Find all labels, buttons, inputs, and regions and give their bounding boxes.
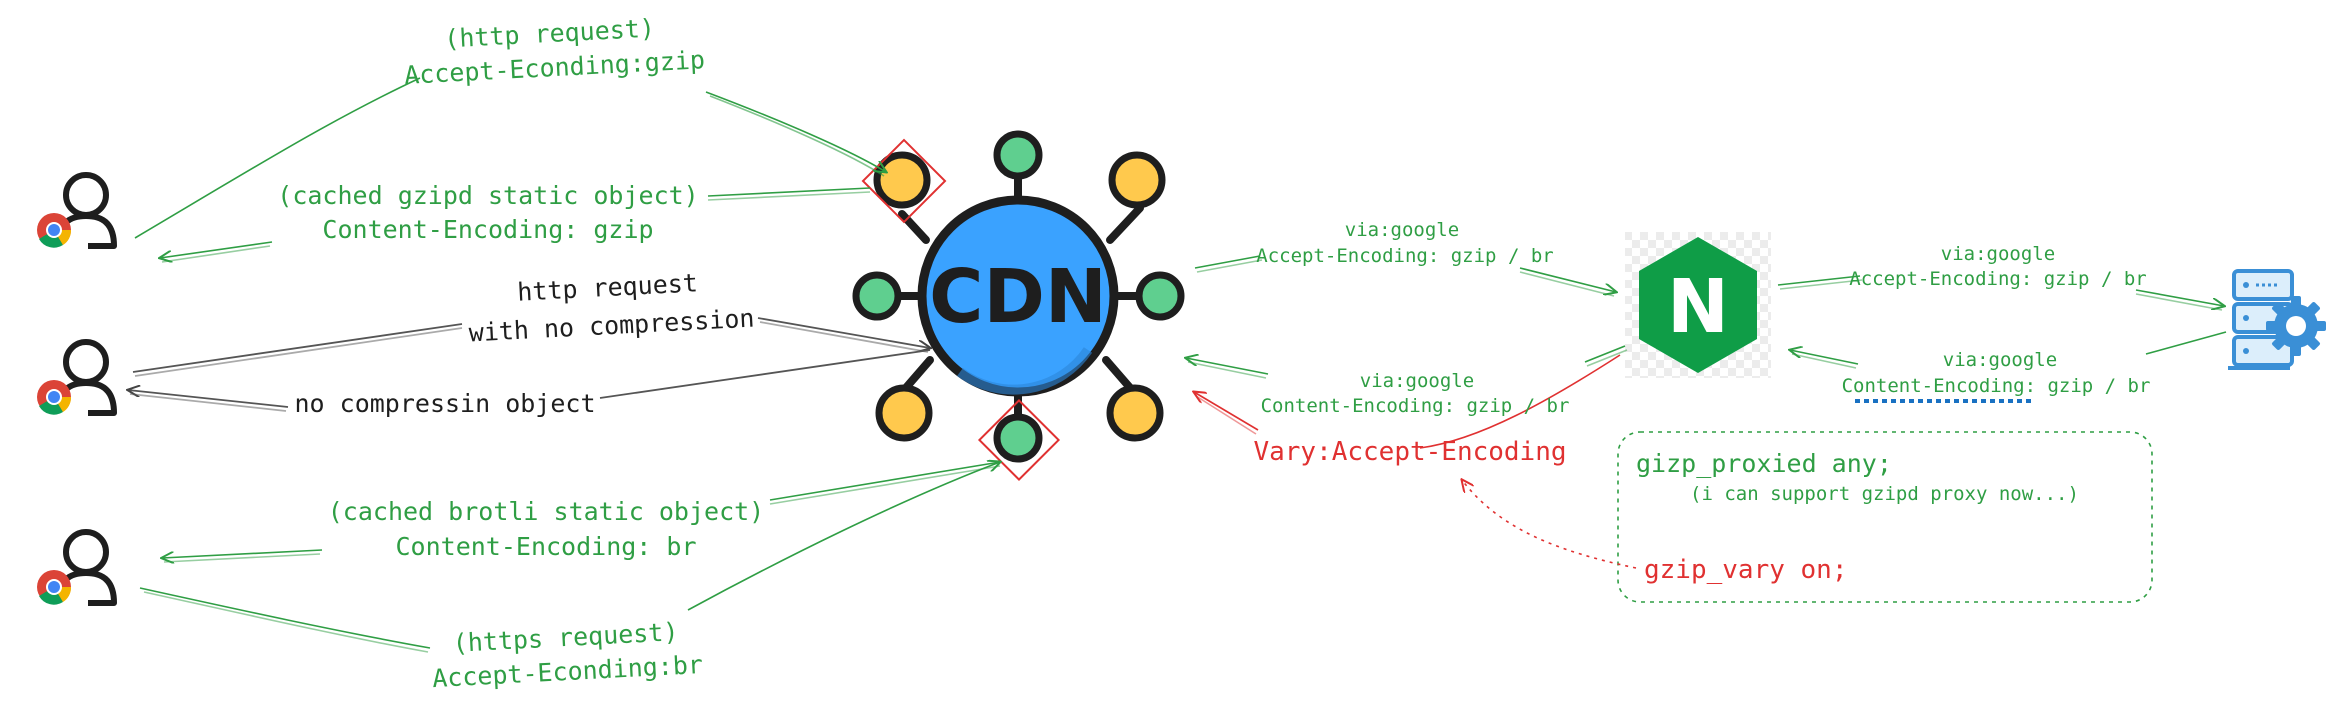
cdn-node-bottom bbox=[993, 413, 1043, 463]
svg-text:via:google: via:google bbox=[1345, 219, 1459, 241]
chrome-icon bbox=[37, 570, 72, 605]
gear-icon bbox=[2266, 296, 2326, 356]
svg-text:via:google: via:google bbox=[1941, 243, 2055, 265]
config-vary-line: gzip_vary on; bbox=[1644, 555, 1848, 585]
arrow-nginx-to-origin bbox=[1777, 275, 2224, 311]
svg-text:(https request): (https request) bbox=[452, 617, 679, 658]
client-3-icon bbox=[37, 529, 117, 606]
cdn-node-left bbox=[852, 271, 902, 321]
config-proxied-line: gizp_proxied any; bbox=[1636, 449, 1892, 478]
nginx-icon: N bbox=[1625, 232, 1771, 378]
client2-response-label: no compressin object bbox=[294, 389, 595, 418]
client3-response-label: (cached brotli static object) Content-En… bbox=[328, 497, 765, 561]
config-proxied-comment: (i can support gzipd proxy now...) bbox=[1690, 483, 2079, 505]
svg-text:Content-Encoding: gzip: Content-Encoding: gzip bbox=[322, 215, 653, 244]
vary-header-label: Vary:Accept-Encoding bbox=[1253, 437, 1566, 467]
client1-request-label: (http request) Accept-Econding:gzip bbox=[403, 14, 705, 90]
arrow-client3-response bbox=[162, 461, 1001, 562]
arrow-client1-request bbox=[134, 77, 886, 239]
cdn-node-bottom-left bbox=[875, 384, 933, 442]
origin-to-nginx-label: via:google Content-Encoding: gzip / br bbox=[1842, 349, 2151, 397]
arrow-nginx-to-cdn bbox=[1186, 345, 1628, 379]
nginx-to-origin-label: via:google Accept-Encoding: gzip / br bbox=[1849, 243, 2146, 290]
svg-text:via:google: via:google bbox=[1360, 370, 1474, 392]
svg-text:with no compression: with no compression bbox=[468, 304, 755, 348]
origin-server-icon bbox=[2228, 269, 2326, 370]
svg-text:(cached gzipd static object): (cached gzipd static object) bbox=[277, 181, 698, 210]
client2-request-label: http request with no compression bbox=[468, 268, 755, 347]
client-2-icon bbox=[37, 339, 117, 416]
arrow-vary-header bbox=[1194, 354, 1621, 449]
svg-text:no compressin object: no compressin object bbox=[294, 389, 595, 418]
svg-text:Content-Encoding: br: Content-Encoding: br bbox=[395, 532, 696, 561]
cdn-to-nginx-label: via:google Accept-Encoding: gzip / br bbox=[1256, 219, 1553, 267]
nginx-to-cdn-label: via:google Content-Encoding: gzip / br bbox=[1261, 370, 1570, 417]
chrome-icon bbox=[37, 380, 72, 415]
cdn-icon: CDN bbox=[852, 130, 1185, 463]
svg-text:Content-Encoding: gzip / br: Content-Encoding: gzip / br bbox=[1261, 395, 1570, 417]
cdn-node-top bbox=[993, 130, 1043, 180]
client3-request-label: (https request) Accept-Econding:br bbox=[432, 617, 704, 693]
cdn-node-bottom-right bbox=[1106, 384, 1164, 442]
arrow-client3-request bbox=[139, 462, 1000, 653]
arrow-origin-to-nginx bbox=[1790, 331, 2227, 369]
arrow-client1-response bbox=[160, 187, 871, 262]
svg-text:http request: http request bbox=[517, 268, 699, 306]
client-1-icon bbox=[37, 172, 117, 249]
svg-text:via:google: via:google bbox=[1943, 349, 2057, 371]
config-note-box bbox=[1617, 431, 2153, 603]
svg-text:Accept-Encoding: gzip / br: Accept-Encoding: gzip / br bbox=[1849, 268, 2146, 290]
arrow-client2-request bbox=[132, 317, 930, 377]
cdn-node-top-left bbox=[873, 151, 931, 209]
svg-text:Accept-Encoding: gzip / br: Accept-Encoding: gzip / br bbox=[1256, 245, 1553, 267]
arrow-cdn-to-nginx bbox=[1194, 255, 1616, 297]
arrow-client2-response bbox=[128, 349, 931, 412]
cdn-node-right bbox=[1135, 271, 1185, 321]
svg-text:(cached brotli static object): (cached brotli static object) bbox=[328, 497, 765, 526]
nginx-letter: N bbox=[1667, 264, 1729, 350]
svg-text:Content-Encoding: gzip / br: Content-Encoding: gzip / br bbox=[1842, 375, 2151, 397]
chrome-icon bbox=[37, 213, 72, 248]
arrow-config-to-vary bbox=[1462, 480, 1637, 569]
highlight-top-left-node bbox=[861, 138, 947, 224]
cdn-node-top-right bbox=[1108, 151, 1166, 209]
client1-response-label: (cached gzipd static object) Content-Enc… bbox=[277, 181, 698, 244]
svg-text:(http request): (http request) bbox=[444, 14, 656, 54]
cdn-label: CDN bbox=[929, 254, 1107, 340]
